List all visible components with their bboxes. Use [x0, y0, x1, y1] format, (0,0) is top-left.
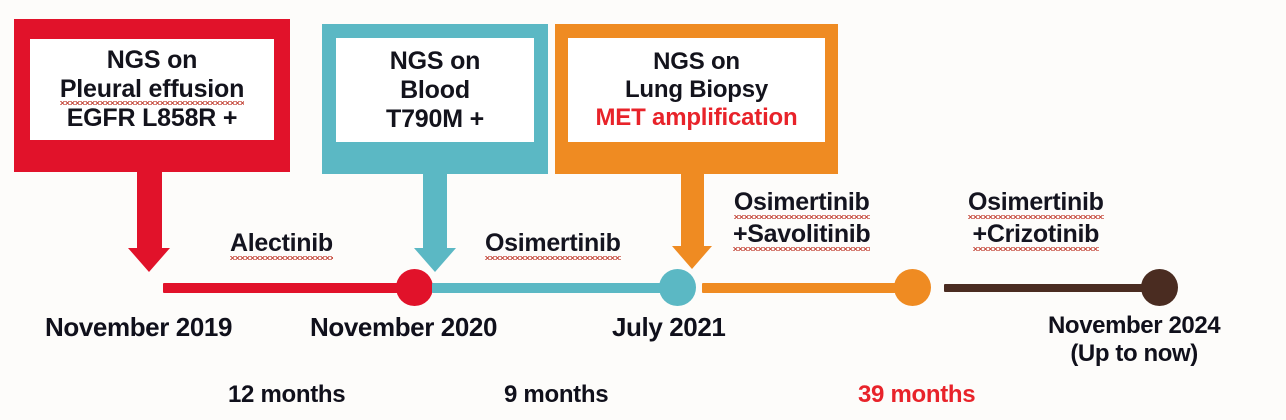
test-box-line-2: Blood: [400, 75, 470, 104]
arrow-stem-red: [137, 168, 162, 250]
timeline-dot-1: [396, 269, 433, 306]
test-box-lung-biopsy: NGS on Lung Biopsy MET amplification: [555, 24, 838, 174]
treatment-label-osimertinib-crizotinib: Osimertinib +Crizotinib: [968, 186, 1104, 251]
test-box-line-2: Pleural effusion: [59, 75, 245, 105]
treatment-line-2: +Crizotinib: [972, 220, 1100, 251]
timepoint-label-t3: July 2021: [612, 312, 726, 342]
timepoint-label-sub: (Up to now): [1070, 340, 1198, 368]
treatment-line-1: Osimertinib: [485, 229, 621, 260]
treatment-line-1: Osimertinib: [733, 188, 870, 219]
test-box-line-3: MET amplification: [595, 103, 798, 131]
duration-label-d3: 39 months: [858, 381, 976, 408]
timepoint-label-main: November 2024: [1048, 312, 1221, 339]
treatment-line-1: Osimertinib: [968, 188, 1104, 219]
timeline-segment-3: [702, 283, 916, 293]
test-box-line-2: Lung Biopsy: [624, 76, 769, 104]
test-box-line-1: NGS on: [389, 46, 481, 75]
test-box-blood: NGS on Blood T790M +: [322, 24, 548, 174]
duration-label-d2: 9 months: [504, 381, 609, 408]
timepoint-label-t2: November 2020: [310, 312, 498, 342]
timeline-dot-3: [894, 269, 931, 306]
timeline-dot-2: [659, 269, 696, 306]
test-box-line-1: NGS on: [106, 46, 198, 74]
timeline-segment-2: [432, 283, 682, 293]
duration-label-d1: 12 months: [228, 381, 346, 408]
timepoint-label-t1: November 2019: [45, 312, 233, 342]
arrow-stem-teal: [423, 172, 447, 250]
treatment-label-osimertinib-savolitinib: Osimertinib +Savolitinib: [733, 186, 871, 251]
timepoint-label-t4: November 2024 (Up to now): [1048, 312, 1221, 369]
arrow-head-teal: [414, 248, 456, 272]
arrow-stem-orange: [681, 172, 704, 248]
arrow-head-red: [128, 248, 170, 272]
treatment-label-alectinib: Alectinib: [230, 227, 333, 260]
test-box-line-3: T790M +: [386, 104, 484, 133]
test-box-line-3: EGFR L858R +: [66, 104, 238, 132]
treatment-line-1: Alectinib: [230, 229, 333, 260]
treatment-line-2: +Savolitinib: [733, 220, 871, 251]
test-box-line-1: NGS on: [653, 48, 740, 76]
timeline-dot-4: [1141, 269, 1178, 306]
arrow-head-orange: [672, 246, 712, 269]
timeline-segment-4: [944, 284, 1158, 292]
treatment-label-osimertinib: Osimertinib: [485, 227, 621, 260]
timeline-segment-1: [163, 283, 418, 293]
test-box-pleural-effusion: NGS on Pleural effusion EGFR L858R +: [14, 19, 290, 172]
